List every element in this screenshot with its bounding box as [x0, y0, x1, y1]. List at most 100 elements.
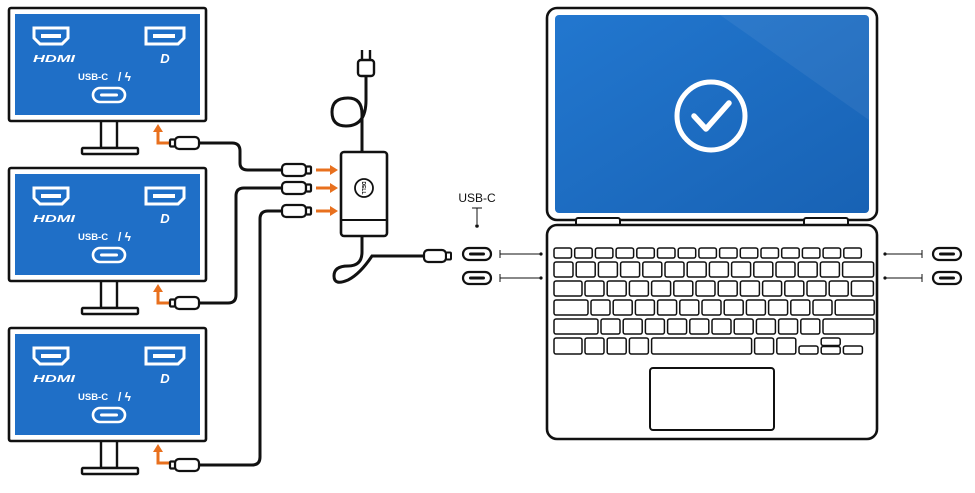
key — [673, 280, 694, 297]
keyboard — [553, 247, 875, 355]
key — [797, 261, 818, 278]
key — [606, 280, 627, 297]
monitor-screen — [15, 14, 200, 115]
key — [622, 318, 643, 335]
monitor-foot — [80, 306, 140, 316]
key — [790, 299, 811, 316]
dell-logo-text: DELL — [360, 181, 366, 194]
key — [760, 247, 780, 259]
key — [717, 280, 738, 297]
key — [745, 299, 767, 316]
key — [664, 261, 685, 278]
key — [711, 318, 732, 335]
hdmi-port-icon — [32, 26, 70, 46]
checkmark-icon — [674, 79, 748, 153]
usbc-label: USB-C — [78, 392, 108, 403]
key — [843, 247, 863, 259]
key — [784, 280, 805, 297]
key — [594, 247, 614, 259]
key — [612, 299, 633, 316]
key — [798, 345, 819, 355]
monitor-cables — [197, 141, 284, 467]
key — [753, 337, 775, 355]
key — [834, 299, 875, 316]
displayport-label: D — [160, 371, 170, 386]
power-cable — [330, 78, 368, 152]
key — [636, 247, 656, 259]
cable-plugs — [168, 135, 313, 473]
monitor-3: HDMI D USB-C / ϟ — [7, 326, 208, 476]
key — [606, 337, 627, 355]
monitor-foot — [80, 146, 140, 156]
hdmi-label: HDMI — [33, 374, 75, 385]
key — [686, 261, 707, 278]
key — [590, 299, 611, 316]
key — [679, 299, 700, 316]
laptop-screen — [555, 15, 869, 213]
orange-arrow-monitor — [153, 284, 170, 305]
thunderbolt-icon: / ϟ — [118, 230, 132, 244]
key — [767, 299, 789, 316]
key — [650, 337, 753, 355]
key — [619, 261, 641, 278]
hdmi-label: HDMI — [33, 214, 75, 225]
displayport-icon — [144, 186, 186, 206]
hdmi-label: HDMI — [33, 54, 75, 65]
port-callout-label: USB-C — [458, 191, 496, 205]
key — [718, 247, 738, 259]
key — [628, 280, 650, 297]
key — [695, 280, 716, 297]
key — [677, 247, 697, 259]
monitor-screen — [15, 334, 200, 435]
thunderbolt-icon: / ϟ — [118, 390, 132, 404]
key — [723, 299, 744, 316]
usbc-port-icon — [91, 406, 127, 424]
key — [584, 337, 605, 355]
key — [701, 299, 722, 316]
usbc-label: USB-C — [78, 72, 108, 83]
key — [806, 280, 827, 297]
laptop — [545, 6, 879, 441]
monitor-2: HDMI D USB-C / ϟ — [7, 166, 208, 316]
key — [573, 247, 593, 259]
port-callout: USB-C — [458, 191, 496, 228]
key — [666, 318, 688, 335]
key — [828, 280, 849, 297]
key — [615, 247, 635, 259]
monitor-foot — [80, 466, 140, 476]
key — [753, 261, 774, 278]
hdmi-port-icon — [32, 186, 70, 206]
key — [553, 247, 573, 259]
key — [850, 280, 875, 297]
key — [689, 318, 710, 335]
orange-arrows-adapter — [316, 165, 338, 216]
key — [553, 318, 599, 335]
key — [739, 280, 761, 297]
key — [801, 247, 821, 259]
key — [842, 345, 864, 355]
key — [553, 299, 589, 316]
adapter-output-cable — [332, 236, 424, 284]
key — [730, 261, 752, 278]
key — [553, 280, 583, 297]
key — [656, 247, 676, 259]
monitor-stand — [99, 278, 119, 310]
laptop-usbc-ports-left — [461, 246, 543, 286]
key — [780, 247, 800, 259]
usbc-label: USB-C — [78, 232, 108, 243]
key — [739, 247, 759, 259]
key — [761, 280, 783, 297]
key — [584, 280, 605, 297]
key — [650, 280, 672, 297]
monitor-stand — [99, 438, 119, 470]
orange-arrow-monitor — [153, 124, 170, 145]
displayport-label: D — [160, 211, 170, 226]
displayport-icon — [144, 346, 186, 366]
power-plug-icon — [356, 50, 376, 80]
key — [777, 318, 799, 335]
key — [819, 261, 841, 278]
key — [822, 318, 875, 335]
key — [733, 318, 754, 335]
thunderbolt-icon: / ϟ — [118, 70, 132, 84]
